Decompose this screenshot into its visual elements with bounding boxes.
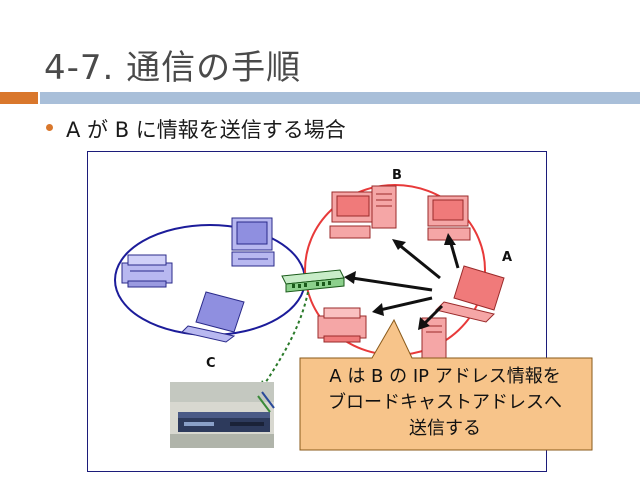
desktop-pc-icon: [329, 191, 375, 239]
laptop-icon: [181, 291, 245, 343]
switch-link-dashed: [261, 291, 309, 389]
arrow-icon: [344, 233, 460, 330]
label-c: C: [206, 356, 216, 371]
printer-icon: [121, 254, 173, 288]
bullet-text: A が B に情報を送信する場合: [66, 118, 346, 142]
callout-text: A は B の IP アドレス情報を ブロードキャストアドレスへ 送信する: [328, 366, 562, 439]
slide-title: 4-7. 通信の手順: [44, 48, 302, 88]
desktop-pc-icon: [371, 185, 397, 229]
title-accent-bar: [0, 92, 38, 104]
desktop-pc-icon: [231, 217, 275, 267]
title-rule: [40, 92, 640, 104]
bullet-dot: [46, 124, 53, 131]
label-a: A: [502, 250, 513, 265]
callout-box: [299, 318, 593, 451]
printer-icon: [317, 307, 367, 343]
desktop-pc-icon: [427, 195, 471, 241]
photo-router: [170, 382, 275, 448]
laptop-icon: [435, 265, 505, 323]
network-switch-icon: [281, 269, 345, 293]
label-b: B: [392, 168, 402, 183]
